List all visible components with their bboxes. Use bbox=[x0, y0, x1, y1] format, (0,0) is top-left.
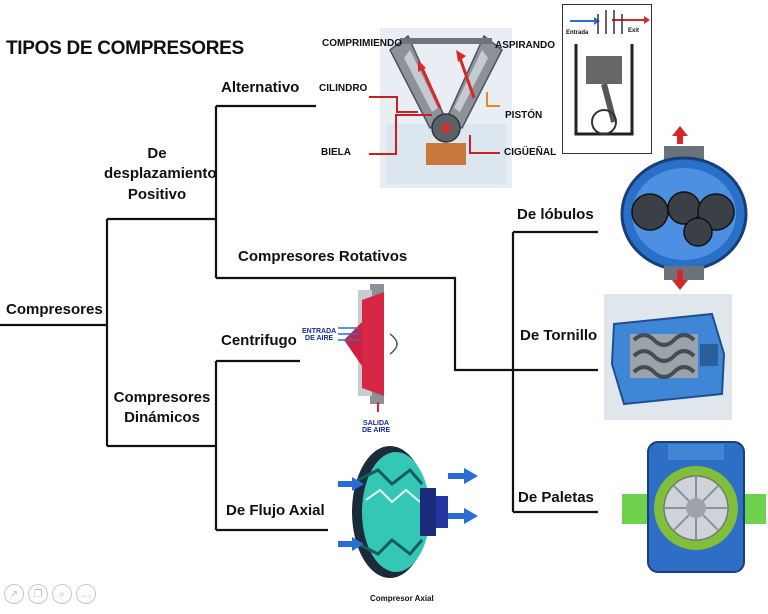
label-entrada: Entrada bbox=[566, 30, 589, 36]
axial-compressor-image bbox=[338, 446, 478, 578]
node-compresores-rotativos: Compresores Rotativos bbox=[238, 248, 408, 265]
screw-compressor-image bbox=[604, 294, 732, 420]
label-exit: Exit bbox=[628, 28, 640, 34]
arrow-icon[interactable]: ↗ bbox=[4, 584, 24, 604]
node-flujo-axial: De Flujo Axial bbox=[226, 502, 325, 519]
label-salida-aire: SALIDA DE AIRE bbox=[362, 420, 391, 435]
more-icon[interactable]: … bbox=[76, 584, 96, 604]
label-ciguenal: CIGÜEÑAL bbox=[504, 147, 557, 158]
viewer-toolbar: ↗ ❐ ⌕ … bbox=[4, 584, 96, 604]
node-compresores-dinamicos: Compresores Dinámicos bbox=[113, 389, 211, 427]
node-desplazamiento-positivo: De desplazamiento Positivo bbox=[104, 145, 217, 203]
node-centrifugo: Centrifugo bbox=[221, 332, 297, 349]
copy-icon[interactable]: ❐ bbox=[28, 584, 48, 604]
piston-schematic bbox=[562, 4, 652, 154]
page-title: TIPOS DE COMPRESORES bbox=[6, 38, 244, 59]
label-aspirando: ASPIRANDO bbox=[495, 40, 556, 51]
vane-compressor-image bbox=[622, 441, 766, 573]
label-entrada-aire: ENTRADA DE AIRE bbox=[302, 328, 337, 343]
label-piston: PISTÓN bbox=[505, 110, 543, 121]
centrifugal-compressor-image bbox=[338, 284, 398, 412]
node-lobulos: De lóbulos bbox=[517, 206, 594, 223]
lobe-compressor-image bbox=[620, 126, 748, 290]
node-tornillo: De Tornillo bbox=[520, 327, 598, 344]
label-cilindro: CILINDRO bbox=[319, 83, 368, 94]
v-engine-illustration bbox=[380, 28, 512, 188]
axial-caption: Compresor Axial bbox=[370, 594, 434, 603]
zoom-icon[interactable]: ⌕ bbox=[52, 584, 72, 604]
line-rotativos bbox=[216, 276, 513, 372]
node-paletas: De Paletas bbox=[518, 489, 594, 506]
label-comprimiendo: COMPRIMIENDO bbox=[322, 38, 402, 49]
node-alternativo: Alternativo bbox=[221, 79, 300, 96]
label-biela: BIELA bbox=[321, 147, 351, 158]
node-compresores: Compresores bbox=[6, 301, 103, 318]
